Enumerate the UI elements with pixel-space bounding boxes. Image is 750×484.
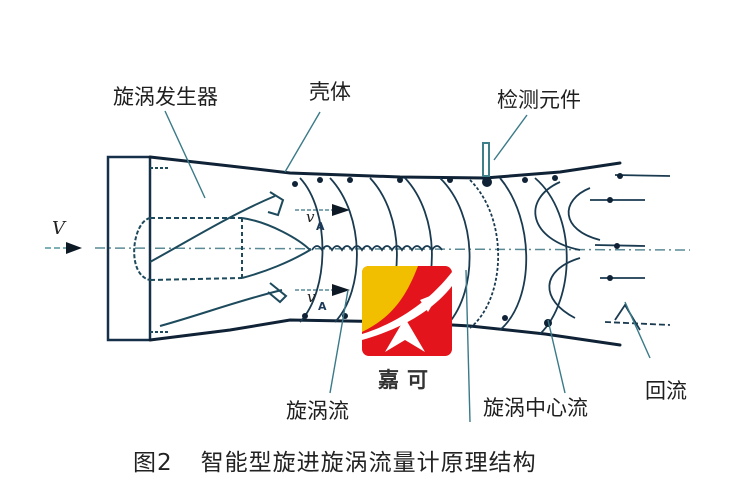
inlet-flange — [106, 155, 152, 342]
detection-element — [482, 142, 490, 177]
label-velocity-upper: v — [306, 208, 315, 226]
label-backflow: 回流 — [645, 379, 687, 403]
label-velocity-lower-sub: A — [318, 300, 327, 313]
vortex-arcs — [299, 177, 601, 335]
jiake-logo-mark — [362, 266, 452, 356]
center-axis — [94, 247, 691, 251]
figure-caption: 图2 智能型旋进旋涡流量计原理结构 — [133, 443, 537, 477]
velocity-arrows — [295, 204, 350, 296]
label-velocity-upper-sub: A — [316, 220, 325, 233]
label-inlet-velocity: V — [52, 218, 65, 239]
leader-lines — [164, 110, 651, 423]
vortex-spiral — [311, 245, 443, 252]
figure-title: 智能型旋进旋涡流量计原理结构 — [200, 450, 537, 476]
logo-text: 嘉可 — [378, 368, 436, 392]
label-vortex-generator: 旋涡发生器 — [113, 85, 218, 109]
label-detection-element: 检测元件 — [497, 88, 581, 112]
vortex-generator — [133, 167, 312, 333]
label-housing: 壳体 — [309, 80, 351, 104]
label-vortex-flow: 旋涡流 — [286, 399, 349, 423]
figure-number: 图2 — [133, 450, 173, 476]
label-vortex-center-flow: 旋涡中心流 — [483, 396, 588, 420]
outlet-flow-lines — [590, 174, 671, 331]
label-velocity-lower: v — [307, 288, 316, 306]
inlet-flow-arrow — [45, 242, 82, 254]
